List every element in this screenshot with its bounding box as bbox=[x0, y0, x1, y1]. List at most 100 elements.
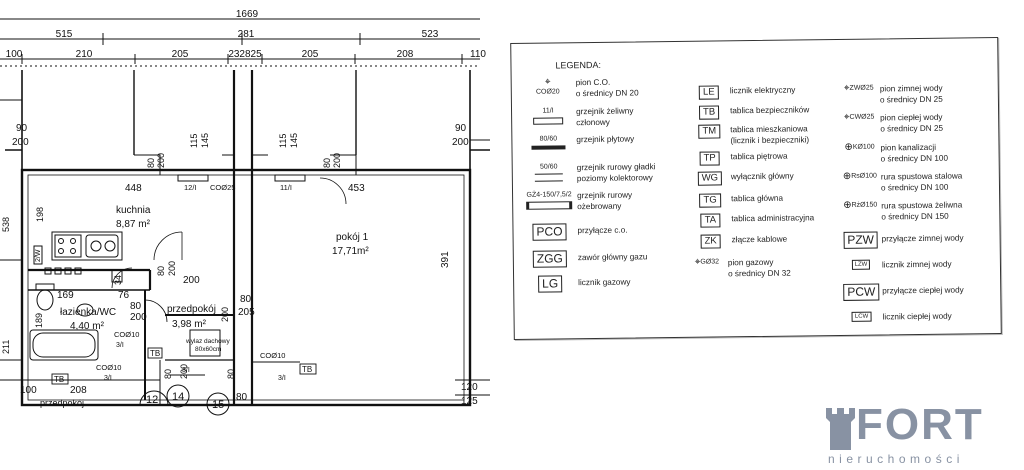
radiator-11: 11/I bbox=[280, 183, 292, 192]
co-10-b-sub: 3/I bbox=[104, 375, 112, 382]
shower-size: 80x60cm bbox=[195, 346, 221, 353]
lzw-box-icon: LZW bbox=[851, 259, 871, 270]
opening-115b: 115 bbox=[278, 134, 288, 148]
logo-word: FORT bbox=[856, 400, 984, 449]
legend-item-lg: LG licznik gazowy bbox=[522, 275, 631, 293]
legend-item-zgg: ZGG zawór główny gazu bbox=[522, 249, 648, 268]
dim-row2-4: 205 bbox=[302, 49, 319, 60]
tp-box-icon: TP bbox=[699, 151, 720, 166]
dim-100: 100 bbox=[20, 385, 37, 396]
co-10-a-sub: 3/I bbox=[116, 342, 124, 349]
legend-item-tb: TB tablica bezpieczników bbox=[688, 104, 809, 120]
zk-box-icon: ZK bbox=[700, 234, 721, 249]
dim-15: 15 bbox=[212, 399, 224, 411]
room-depth: 391 bbox=[440, 251, 451, 268]
dim-row2-6: 110 bbox=[470, 49, 486, 60]
legend-title: LEGENDA: bbox=[555, 59, 602, 71]
kitchen-area: 8,87 m² bbox=[116, 219, 151, 230]
dim-200d: 200 bbox=[179, 364, 189, 379]
dim-125: 125 bbox=[461, 396, 478, 407]
bath-name: łazienka/WC bbox=[60, 307, 116, 318]
tube-radiator-icon bbox=[534, 172, 563, 182]
panel-radiator-icon bbox=[531, 144, 566, 150]
dim-seg1: 515 bbox=[56, 29, 73, 40]
legend-item-pcw: PCW przyłącze ciepłej wody bbox=[840, 282, 964, 301]
tb-box-icon: TB bbox=[698, 105, 720, 120]
co-riser-icon: ⌖ bbox=[544, 76, 551, 88]
legend-panel: LEGENDA: ⌖COØ20 pion C.O.o średnicy DN 2… bbox=[510, 37, 1002, 340]
kitchen-width: 448 bbox=[125, 183, 142, 194]
dim-76: 76 bbox=[118, 290, 130, 301]
dim-80a: 80 bbox=[130, 301, 142, 312]
legend-item-lcw: LCW licznik ciepłej wody bbox=[841, 311, 952, 324]
pcw-box-icon: PCW bbox=[843, 283, 880, 301]
hall-width: 200 bbox=[183, 275, 200, 286]
dim-2w: 2/W bbox=[35, 249, 42, 262]
room-width: 453 bbox=[348, 183, 365, 194]
dim-34: 34 bbox=[113, 275, 123, 285]
hall-area: 3,98 m² bbox=[172, 319, 207, 330]
lcw-box-icon: LCW bbox=[851, 311, 872, 322]
castle-tower-icon bbox=[826, 408, 855, 450]
dim-208: 208 bbox=[70, 385, 87, 396]
opening-right-200: 200 bbox=[452, 137, 469, 148]
tm-box-icon: TM bbox=[698, 124, 721, 139]
dim-row2-1: 210 bbox=[76, 49, 93, 60]
opening-right-90: 90 bbox=[455, 123, 467, 134]
dim-row2-2: 205 bbox=[172, 49, 189, 60]
ta-box-icon: TA bbox=[700, 213, 721, 228]
dim-211: 211 bbox=[1, 340, 11, 354]
opening-200b: 200 bbox=[332, 153, 342, 168]
legend-item-wg: WG wyłącznik główny bbox=[689, 171, 794, 186]
co-10-a: COØ10 bbox=[114, 330, 139, 339]
dim-200b: 200 bbox=[167, 261, 177, 276]
legend-item-zk: ZK złącze kablowe bbox=[690, 234, 788, 249]
legend-item-ta: TA tablica administracyjna bbox=[689, 212, 814, 228]
room-area: 17,71m² bbox=[332, 246, 369, 257]
dim-120: 120 bbox=[461, 382, 478, 393]
opening-80b: 80 bbox=[322, 158, 332, 168]
dim-80f: 80 bbox=[236, 392, 248, 403]
opening-left-200: 200 bbox=[12, 137, 29, 148]
bath-depth: 189 bbox=[34, 313, 44, 328]
room-name: pokój 1 bbox=[336, 232, 369, 243]
lg-box-icon: LG bbox=[538, 275, 563, 293]
opening-80a: 80 bbox=[146, 158, 156, 168]
dim-3i: 3/I bbox=[182, 367, 190, 374]
opening-200a: 200 bbox=[156, 153, 166, 168]
steel-downpipe-icon: ⊕ bbox=[842, 171, 852, 183]
dim-row2-3: 232825 bbox=[228, 49, 262, 60]
dim-200c: 200 bbox=[220, 307, 230, 322]
legend-item-co20: ⌖COØ20 pion C.O.o średnicy DN 20 bbox=[535, 76, 639, 98]
opening-145a: 145 bbox=[200, 133, 210, 148]
dim-80b: 80 bbox=[156, 266, 166, 276]
dim-538: 538 bbox=[1, 217, 11, 232]
pco-box-icon: PCO bbox=[532, 223, 567, 241]
dim-row2-5: 208 bbox=[397, 49, 414, 60]
kitchen-depth: 198 bbox=[35, 207, 45, 222]
legend-item-tm: TM tablica mieszkaniowa(licznik i bezpie… bbox=[688, 123, 809, 146]
pzw-box-icon: PZW bbox=[843, 231, 879, 249]
wg-box-icon: WG bbox=[697, 171, 723, 186]
dim-200a: 200 bbox=[130, 312, 147, 323]
legend-item-tp: TP tablica piętrowa bbox=[689, 151, 788, 166]
sewer-riser-icon: ⊕ bbox=[844, 142, 853, 154]
co-10-c-sub: 3/I bbox=[278, 375, 286, 382]
legend-item-pco: PCO przyłącze c.o. bbox=[521, 223, 628, 241]
dim-row2-0: 100 bbox=[6, 49, 23, 60]
bath-area: 4,40 m² bbox=[70, 321, 105, 332]
tb-label-3: TB bbox=[302, 365, 312, 374]
dim-seg2: 281 bbox=[238, 29, 255, 40]
legend-item-tg: TG tablica główna bbox=[689, 193, 783, 208]
dim-205: 205 bbox=[238, 307, 255, 318]
fort-logo: FORT nieruchomości bbox=[822, 400, 1012, 470]
dim-80e: 80 bbox=[226, 369, 236, 379]
co-10-c: COØ10 bbox=[260, 351, 285, 360]
